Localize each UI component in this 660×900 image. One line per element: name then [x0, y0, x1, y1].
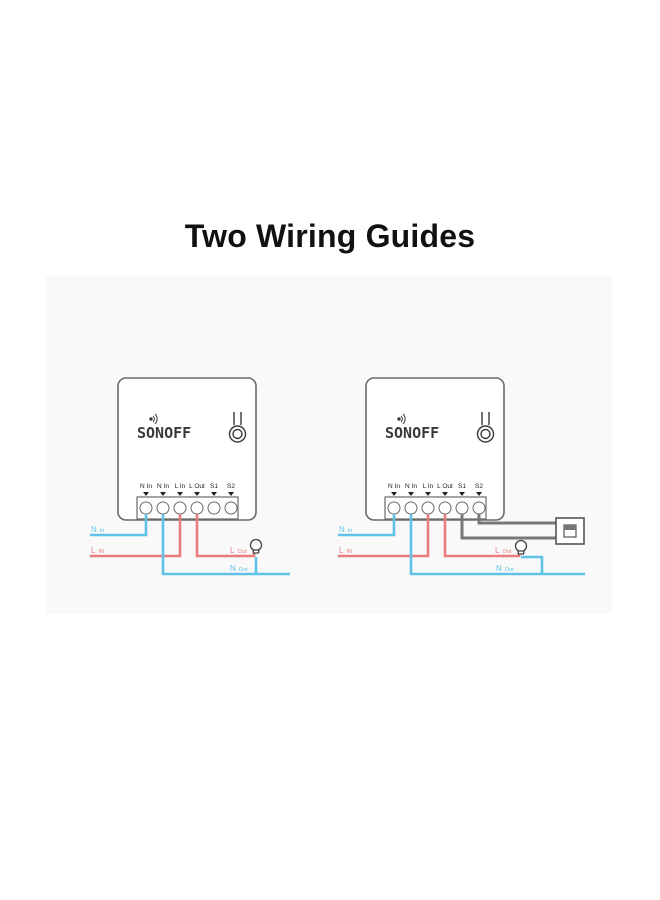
neutral-in-wire — [90, 514, 148, 537]
neutral-out-wire — [161, 514, 290, 576]
sonoff-module-1 — [117, 377, 257, 521]
terminal-label: L In — [423, 483, 434, 490]
terminal-arrows-1 — [143, 492, 234, 496]
wifi-icon — [149, 413, 158, 425]
live-in-wire — [338, 514, 430, 558]
terminal-labels-1: N In N In L In L Out S1 S2 — [140, 483, 235, 490]
terminal-label: N In — [157, 483, 169, 490]
terminal-labels-2: N In N In L In L Out S1 S2 — [388, 483, 483, 490]
wiring-guide-1: SONOFF N In N In L In L Out — [90, 377, 290, 576]
terminal-label: L In — [175, 483, 186, 490]
neutral-in-wire — [338, 514, 396, 537]
sonoff-module-2 — [365, 377, 505, 521]
wall-switch-icon — [555, 517, 585, 545]
terminal-label: N In — [388, 483, 400, 490]
terminal-label: S1 — [210, 483, 218, 490]
wiring-guide-2: SONOFF N In N In L In L Out S1 S2 — [338, 377, 585, 576]
terminal-label: S2 — [227, 483, 235, 490]
terminal-label: L Out — [437, 483, 453, 490]
bulb-icon — [514, 539, 528, 555]
bulb-icon — [249, 538, 263, 554]
terminal-label: S2 — [475, 483, 483, 490]
page-title: Two Wiring Guides — [184, 218, 476, 254]
brand-logo-2: SONOFF — [385, 424, 439, 442]
terminal-label: N In — [140, 483, 152, 490]
terminal-arrows-2 — [391, 492, 482, 496]
brand-logo-1: SONOFF — [137, 424, 191, 442]
button-icon — [228, 412, 247, 443]
terminal-screws-1 — [139, 501, 238, 515]
neutral-out-wire — [409, 514, 585, 576]
live-in-wire — [90, 514, 182, 558]
switch-wire-s1 — [460, 514, 556, 540]
terminal-label: L Out — [189, 483, 205, 490]
wifi-icon — [397, 413, 406, 425]
terminal-screws-2 — [387, 501, 486, 515]
terminal-label: N In — [405, 483, 417, 490]
button-icon — [476, 412, 495, 443]
switch-wire-s2 — [477, 514, 556, 525]
terminal-label: S1 — [458, 483, 466, 490]
